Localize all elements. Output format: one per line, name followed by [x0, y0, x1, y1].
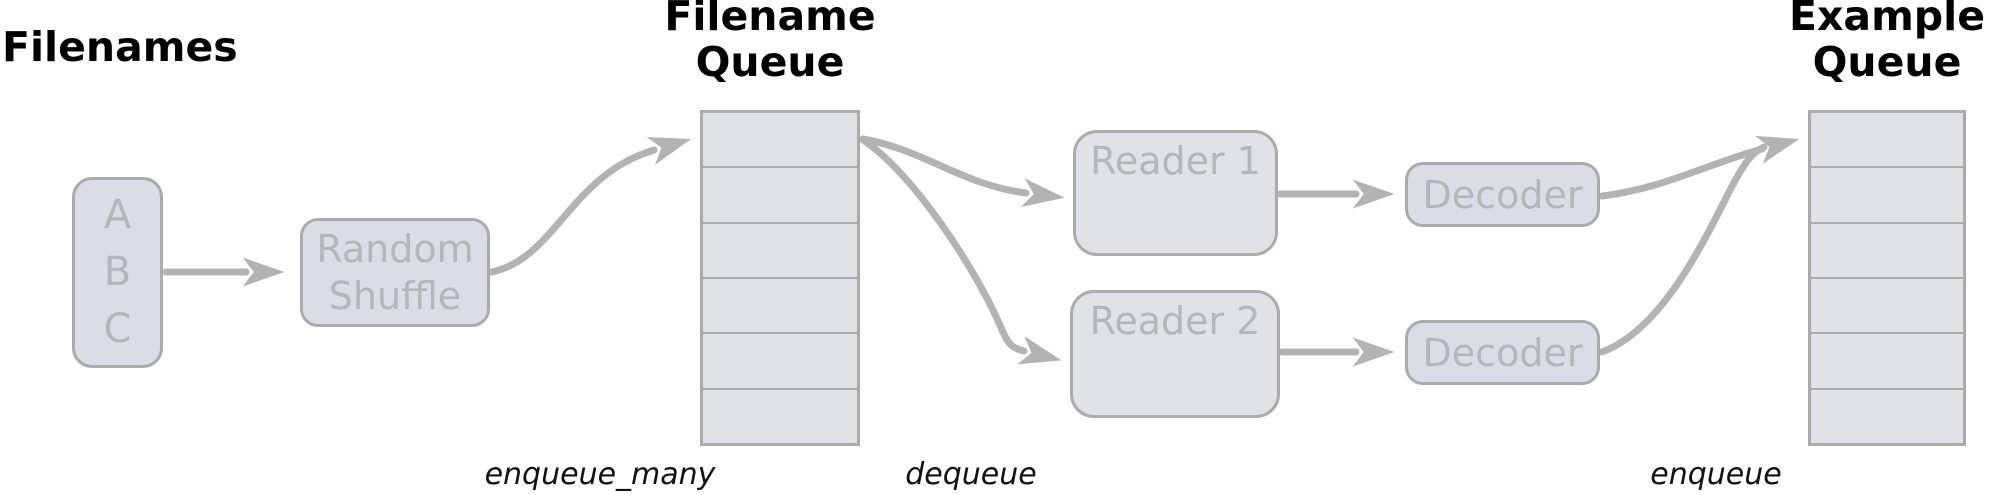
- queue-slot: [1811, 221, 1963, 277]
- queue-slot: [703, 113, 857, 166]
- decoder1-node: Decoder: [1405, 162, 1600, 227]
- reader1-node: Reader 1: [1073, 130, 1278, 256]
- enqueue-label: enqueue: [1650, 457, 1782, 492]
- arrow-dequeue-to-reader1: [859, 135, 1065, 207]
- queue-slot: [1811, 387, 1963, 443]
- arrow-decoder1-to-example-queue: [1598, 135, 1800, 200]
- queue-slot: [1811, 276, 1963, 332]
- title-filename-queue: Filename Queue: [664, 0, 876, 86]
- reader2-node: Reader 2: [1070, 290, 1280, 418]
- filename-item-c: C: [103, 306, 132, 352]
- queue-slot: [703, 166, 857, 221]
- title-example-queue: Example Queue: [1788, 0, 1986, 86]
- random-shuffle-node: Random Shuffle: [300, 218, 490, 327]
- queue-slot: [703, 221, 857, 277]
- queue-slot: [1811, 166, 1963, 221]
- title-filenames: Filenames: [2, 23, 238, 71]
- decoder2-node: Decoder: [1405, 320, 1600, 385]
- arrow-shuffle-to-filename-queue: [488, 137, 692, 276]
- filenames-node: A B C: [72, 177, 163, 368]
- enqueue-many-label: enqueue_many: [484, 457, 716, 492]
- queue-slot: [703, 276, 857, 332]
- queue-slot: [1811, 332, 1963, 387]
- arrow-decoder2-to-example-queue: [1598, 143, 1768, 356]
- dequeue-label: dequeue: [905, 457, 1037, 492]
- filename-queue: [700, 110, 860, 446]
- queue-slot: [703, 387, 857, 443]
- filename-item-b: B: [103, 249, 132, 295]
- example-queue: [1808, 110, 1966, 446]
- queue-slot: [703, 332, 857, 387]
- filename-item-a: A: [103, 192, 132, 238]
- queue-slot: [1811, 113, 1963, 166]
- arrow-dequeue-to-reader2: [859, 136, 1062, 365]
